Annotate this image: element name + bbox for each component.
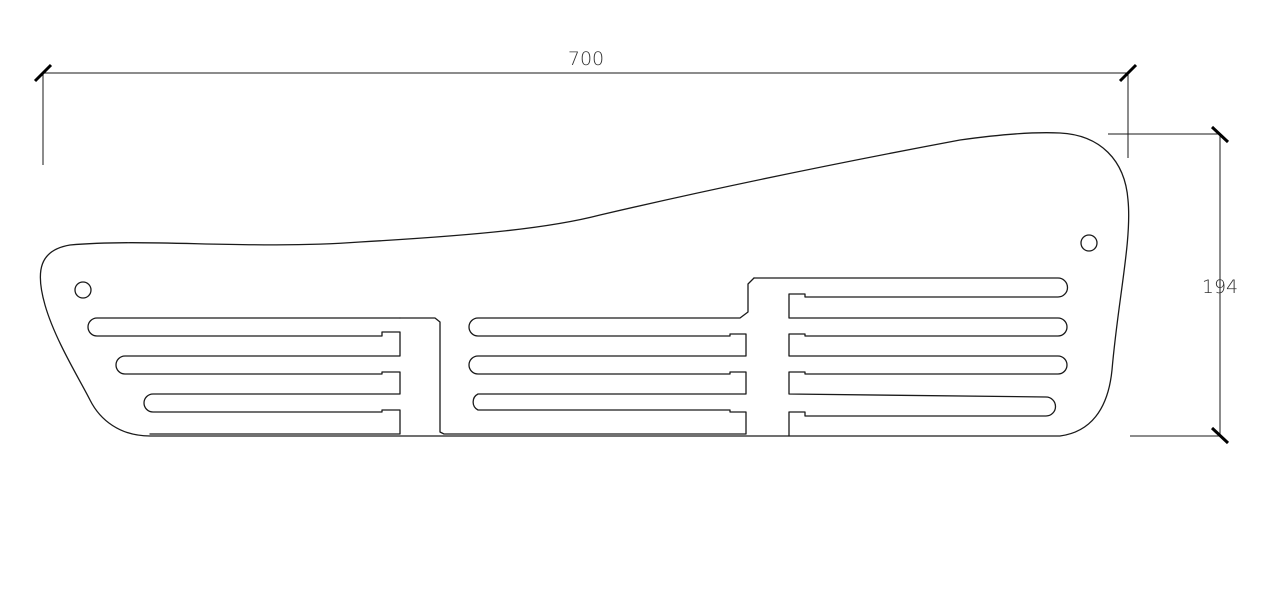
height-dimension-label: 194	[1202, 276, 1238, 298]
mounting-hole-right	[1080, 234, 1098, 252]
cut-path-right-panel	[753, 277, 1069, 437]
width-dimension: 700	[33, 48, 1138, 165]
height-tick-bottom	[1210, 426, 1230, 445]
height-dimension: 194	[1108, 125, 1238, 445]
cut-path-middle-panel	[399, 277, 755, 435]
width-dimension-label: 700	[568, 48, 604, 70]
mounting-hole-left	[74, 281, 92, 299]
cut-path-left-panel	[87, 317, 401, 435]
part-outline	[39, 132, 1130, 437]
width-tick-right	[1118, 63, 1138, 83]
width-tick-left	[33, 63, 53, 83]
height-tick-top	[1210, 125, 1230, 144]
